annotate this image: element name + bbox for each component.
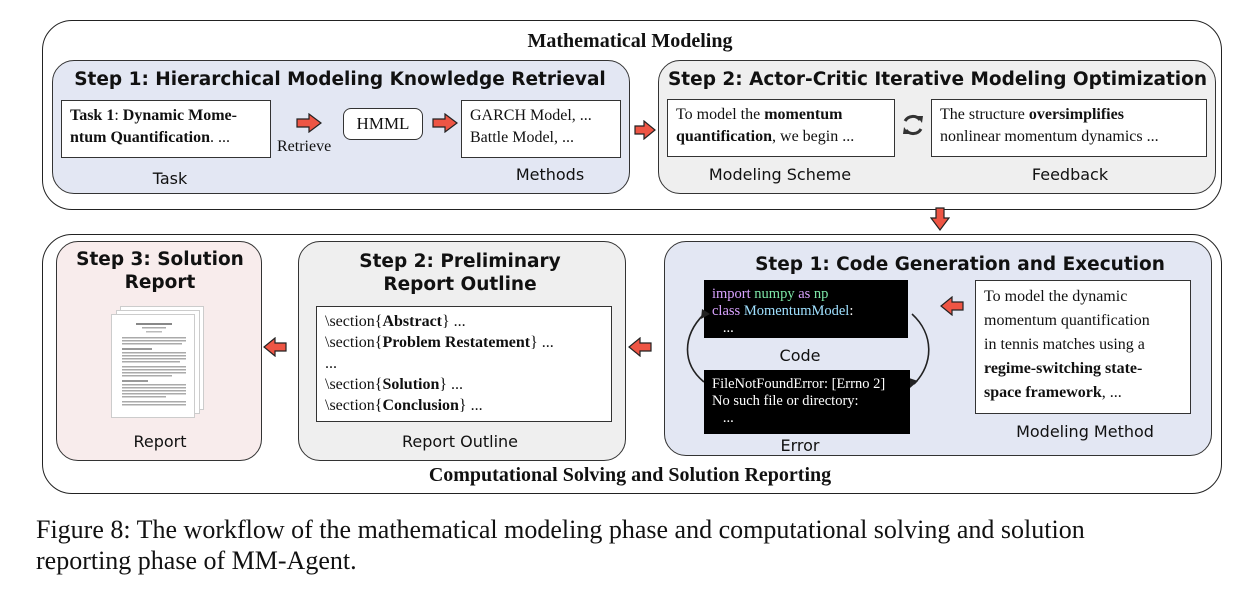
to-step3-arrow-icon: [263, 337, 287, 357]
error-label: Error: [780, 436, 820, 455]
hmml-box: HMML: [343, 108, 423, 140]
step1-code-generation-title: Step 1: Code Generation and Execution: [755, 254, 1165, 275]
step2-outline-title-line2: Report Outline: [383, 274, 537, 295]
modeling-method-box: To model the dynamic momentum quantifica…: [975, 280, 1191, 414]
report-page-lines-icon: [122, 323, 186, 406]
computational-solving-title: Computational Solving and Solution Repor…: [428, 464, 832, 486]
step1-to-step2-arrow-icon: [634, 120, 656, 140]
step2-outline-title-line1: Step 2: Preliminary: [359, 251, 561, 272]
outline-line: \section{Solution} ...: [325, 376, 464, 393]
down-arrow-icon: [930, 207, 950, 231]
to-step2-outline-arrow-icon: [628, 337, 652, 357]
outline-line: ...: [325, 355, 337, 372]
outline-line: \section{Problem Restatement} ...: [325, 334, 554, 351]
method-to-code-arrow-icon: [940, 296, 964, 316]
report-label: Report: [133, 432, 187, 451]
feedback-label: Feedback: [1031, 165, 1109, 184]
report-outline-label: Report Outline: [401, 432, 518, 451]
modeling-method-label: Modeling Method: [1016, 422, 1154, 441]
step3-title-line2: Report: [124, 272, 196, 293]
modeling-scheme-box: To model the momentum quantification, we…: [667, 99, 895, 157]
feedback-box: The structure oversimplifies nonlinear m…: [931, 99, 1207, 157]
step3-title-line1: Step 3: Solution: [76, 249, 244, 270]
task-label: Task: [152, 169, 188, 188]
retrieve-label: Retrieve: [277, 138, 332, 155]
report-outline-box: \section{Abstract} ... \section{Problem …: [316, 306, 612, 422]
methods-box: GARCH Model, ... Battle Model, ...: [461, 100, 621, 158]
hmml-arrow-icon: [432, 113, 458, 133]
code-label: Code: [779, 346, 821, 365]
code-block: import numpy as np class MomentumModel: …: [704, 280, 908, 338]
caption-line-2: reporting phase of MM-Agent.: [36, 546, 357, 575]
report-document-thumbnail: [111, 314, 195, 418]
methods-label: Methods: [515, 165, 585, 184]
retrieve-arrow-icon: [296, 113, 322, 133]
step2-optimization-title: Step 2: Actor-Critic Iterative Modeling …: [667, 69, 1208, 90]
step1-retrieval-title: Step 1: Hierarchical Modeling Knowledge …: [74, 69, 606, 90]
caption-line-1: Figure 8: The workflow of the mathematic…: [36, 515, 1085, 544]
error-block: FileNotFoundError: [Errno 2] No such fil…: [704, 370, 910, 434]
modeling-scheme-label: Modeling Scheme: [708, 165, 852, 184]
task-box: Task 1: Dynamic Mome- ntum Quantificatio…: [61, 100, 271, 158]
refresh-cycle-icon: [903, 114, 923, 136]
outline-line: \section{Abstract} ...: [325, 313, 466, 330]
outline-line: \section{Conclusion} ...: [325, 397, 483, 414]
figure-caption: Figure 8: The workflow of the mathematic…: [36, 514, 1246, 576]
mathematical-modeling-title: Mathematical Modeling: [527, 30, 733, 52]
code-error-loop-arrows-icon: [686, 309, 930, 388]
